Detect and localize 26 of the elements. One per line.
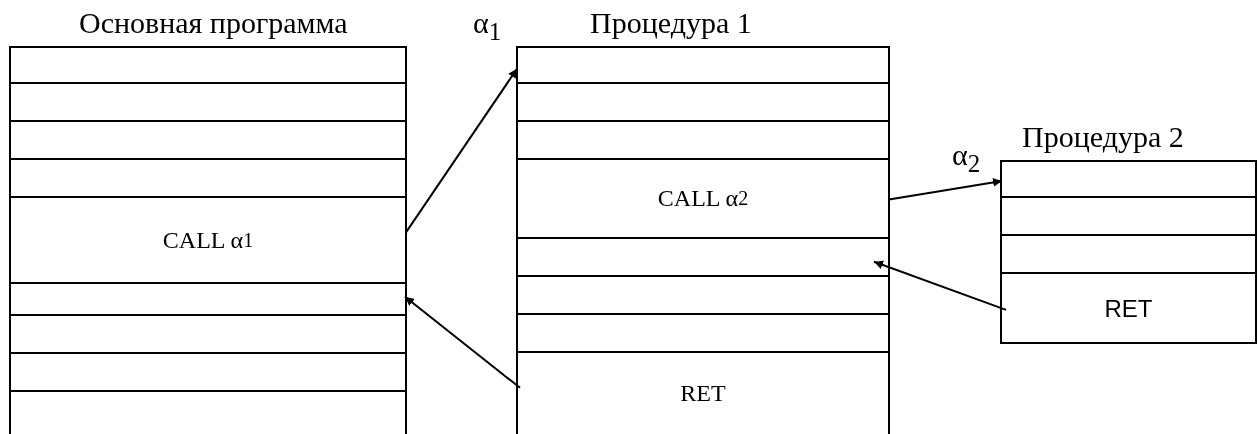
instruction-cell: RET — [516, 353, 890, 434]
memory-cell — [9, 84, 407, 122]
memory-cell — [9, 122, 407, 160]
memory-cell — [9, 316, 407, 354]
memory-cell — [516, 315, 890, 353]
instruction-cell: RET — [1000, 274, 1257, 343]
memory-cell — [9, 354, 407, 392]
memory-cell — [516, 84, 890, 122]
arrow — [405, 67, 518, 234]
memory-cell — [1000, 236, 1257, 274]
memory-cell — [1000, 160, 1257, 198]
memory-cell — [516, 46, 890, 84]
arrow — [404, 295, 521, 389]
memory-cell — [1000, 198, 1257, 236]
memory-cell — [516, 122, 890, 160]
arrow — [888, 177, 1003, 201]
memory-cell — [9, 284, 407, 316]
memory-cell — [516, 277, 890, 315]
memory-cell — [9, 392, 407, 434]
memory-cell — [516, 239, 890, 277]
memory-cell — [9, 160, 407, 198]
block-title: Процедура 2 — [1022, 120, 1184, 154]
block-title: Основная программа — [79, 6, 348, 40]
memory-cell — [9, 46, 407, 84]
block-title: Процедура 1 — [590, 6, 752, 40]
arrow — [873, 260, 1007, 311]
